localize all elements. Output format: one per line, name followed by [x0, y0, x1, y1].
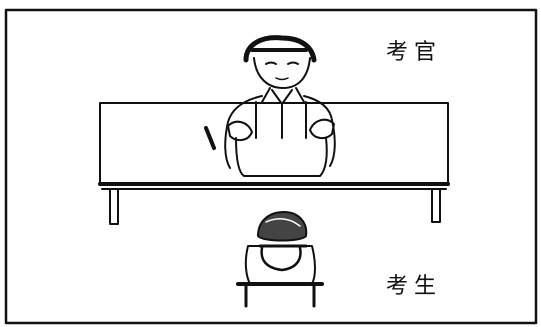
border-frame [4, 8, 538, 325]
examiner-label: 考官 [386, 40, 443, 65]
examiner-desk [98, 102, 450, 225]
examinee-figure [236, 211, 324, 308]
examinee-label: 考生 [386, 274, 443, 299]
examiner-figure [224, 35, 336, 177]
